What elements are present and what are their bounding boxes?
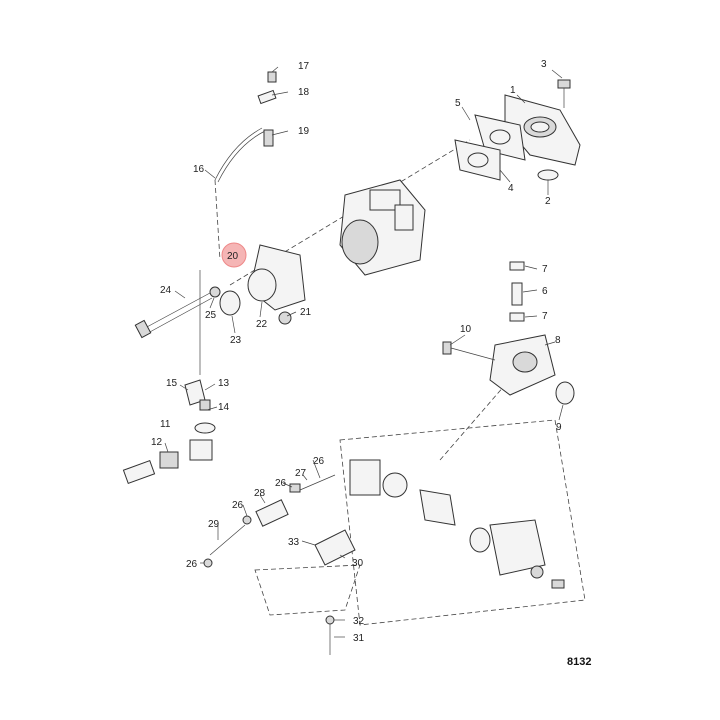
callout-25[interactable]: 25	[205, 310, 217, 321]
callout-11[interactable]: 11	[160, 419, 171, 430]
callout-14[interactable]: 14	[218, 402, 230, 413]
choke-knob-assembly	[122, 439, 213, 485]
gasket-ring	[219, 290, 241, 316]
callout-21[interactable]: 21	[300, 307, 312, 318]
callout-28[interactable]: 28	[254, 488, 266, 499]
fuel-connector-group	[203, 474, 361, 655]
callout-17[interactable]: 17	[298, 61, 310, 72]
figure-number: 8132	[567, 656, 591, 668]
callout-19[interactable]: 19	[298, 126, 310, 137]
callout-7-bottom[interactable]: 7	[542, 311, 548, 322]
bracket-screw	[267, 71, 277, 83]
callout-7-top[interactable]: 7	[542, 264, 548, 275]
throttle-cable	[214, 127, 266, 183]
adapter-o-ring	[247, 268, 277, 302]
callout-20[interactable]: 20	[227, 251, 239, 262]
callout-30[interactable]: 30	[352, 558, 364, 569]
callout-8[interactable]: 8	[555, 335, 561, 346]
callout-12[interactable]: 12	[151, 437, 163, 448]
callout-24[interactable]: 24	[160, 285, 172, 296]
manifold-screw	[557, 79, 571, 108]
callout-6[interactable]: 6	[542, 286, 548, 297]
callout-26-bottom[interactable]: 26	[186, 559, 198, 570]
callout-26-mid[interactable]: 26	[275, 478, 287, 489]
cable-bracket	[257, 89, 277, 105]
intake-manifold	[504, 94, 581, 166]
manifold-o-ring	[537, 169, 559, 181]
callout-5[interactable]: 5	[455, 98, 461, 109]
fuel-hose-clip-top	[509, 261, 525, 271]
fuel-hose-clip-bottom	[509, 312, 525, 322]
highlight-marker-callout-20	[221, 242, 247, 268]
callout-4[interactable]: 4	[508, 183, 514, 194]
callout-10[interactable]: 10	[460, 324, 472, 335]
nut	[278, 311, 292, 325]
carburetor-body	[339, 179, 426, 276]
callout-18[interactable]: 18	[298, 87, 310, 98]
callout-9[interactable]: 9	[556, 422, 562, 433]
fuel-pump	[489, 334, 556, 396]
callout-labels: 17 18 19 16 20 24 25 22 21 23 3 1 5 4 2 …	[151, 59, 591, 668]
callout-26-right[interactable]: 26	[313, 456, 325, 467]
callout-2[interactable]: 2	[545, 196, 551, 207]
callout-29[interactable]: 29	[208, 519, 220, 530]
callout-13[interactable]: 13	[218, 378, 230, 389]
leader-lines	[164, 66, 564, 638]
fuel-hose	[511, 282, 523, 306]
callout-3[interactable]: 3	[541, 59, 547, 70]
callout-15[interactable]: 15	[166, 378, 178, 389]
callout-33[interactable]: 33	[288, 537, 300, 548]
pump-detail-frame	[339, 419, 586, 626]
callout-26-left[interactable]: 26	[232, 500, 244, 511]
callout-32[interactable]: 32	[353, 616, 365, 627]
manifold-gasket	[474, 114, 526, 161]
callout-27[interactable]: 27	[295, 468, 307, 479]
long-bolt	[134, 292, 213, 339]
choke-lever-assembly	[184, 379, 216, 434]
pump-screw	[442, 341, 496, 361]
pump-detail-parts	[349, 459, 565, 589]
callout-1[interactable]: 1	[510, 85, 516, 96]
pump-o-ring	[555, 381, 575, 405]
throttle-link-dash	[214, 179, 221, 261]
callout-16[interactable]: 16	[193, 164, 205, 175]
callout-31[interactable]: 31	[353, 633, 365, 644]
fuel-pump-axis-line	[439, 384, 506, 461]
callout-22[interactable]: 22	[256, 319, 268, 330]
callout-23[interactable]: 23	[230, 335, 242, 346]
carburetor-gasket	[454, 139, 501, 181]
cable-bushing	[263, 129, 274, 147]
washer	[209, 286, 221, 298]
